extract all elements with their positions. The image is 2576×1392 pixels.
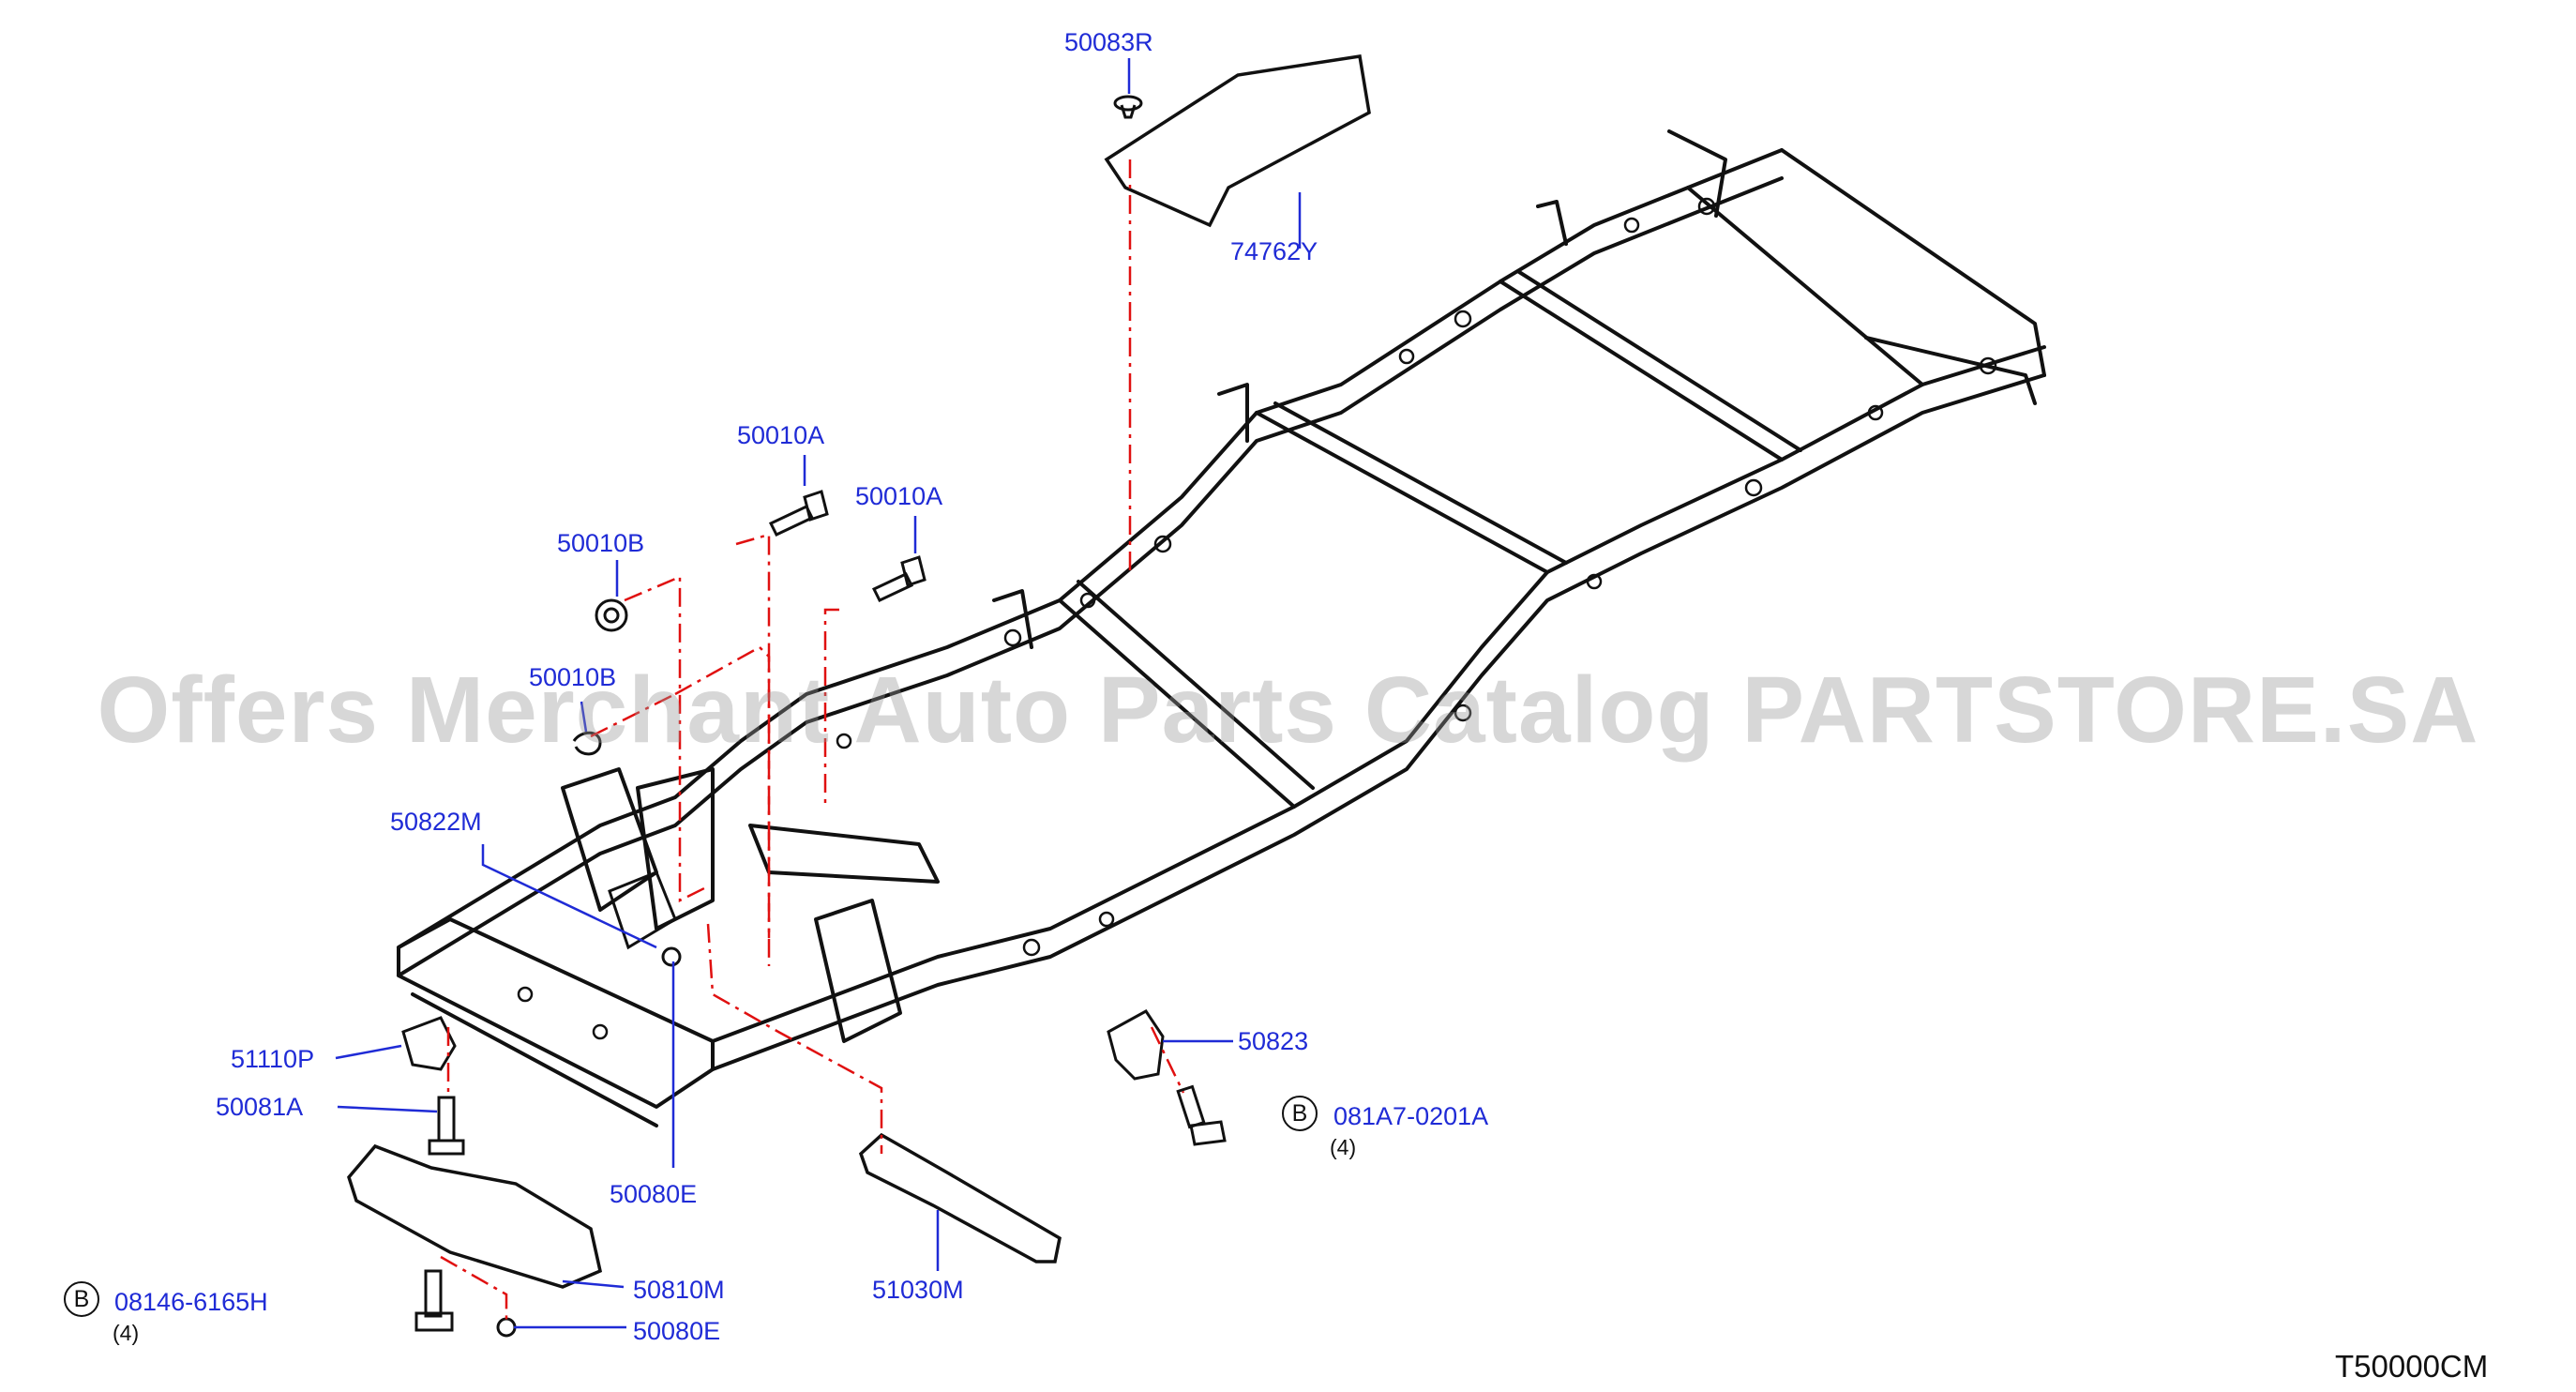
- label-50080e-lower[interactable]: 50080E: [633, 1317, 721, 1345]
- bracket-50823: [1107, 1009, 1165, 1081]
- clip-50080e-lower: [496, 1317, 517, 1338]
- frame-holes: [517, 197, 1997, 1040]
- washer-50010b-lower: [572, 731, 602, 756]
- label-51030m[interactable]: 51030M: [872, 1276, 964, 1304]
- label-50810m[interactable]: 50810M: [633, 1276, 725, 1304]
- qty-08146-6165h: (4): [113, 1321, 140, 1345]
- member-51030m: [858, 1132, 1062, 1263]
- label-50822m[interactable]: 50822M: [390, 808, 482, 836]
- label-081a7-0201a[interactable]: 081A7-0201A: [1333, 1102, 1489, 1130]
- under-cover-50810m: [347, 1143, 603, 1289]
- bolt-50010a-lower: [871, 555, 926, 602]
- label-50083r[interactable]: 50083R: [1064, 28, 1153, 56]
- leader-lines: [335, 58, 1302, 1329]
- label-08146-6165h[interactable]: 08146-6165H: [114, 1288, 268, 1316]
- label-50010a-upper[interactable]: 50010A: [737, 421, 825, 449]
- label-50081a[interactable]: 50081A: [216, 1093, 304, 1121]
- catalog-code: T50000CM: [2335, 1349, 2489, 1384]
- label-50010b-lower[interactable]: 50010B: [529, 663, 617, 691]
- bolt-marker-b-left: B: [64, 1281, 99, 1317]
- bolt-08146-6165h: [414, 1269, 454, 1332]
- label-50010b-upper[interactable]: 50010B: [557, 529, 645, 557]
- heat-shield-74762y: [1104, 54, 1371, 228]
- callout-lines: [440, 159, 1185, 1321]
- bolt-081a7-0201a: [1176, 1084, 1227, 1146]
- nut-50010b-upper: [595, 598, 628, 632]
- bolt-50081a: [428, 1096, 465, 1156]
- watermark: Offers Merchant Auto Parts Catalog PARTS…: [97, 658, 2479, 763]
- label-51110p[interactable]: 51110P: [231, 1045, 315, 1073]
- label-74762y[interactable]: 74762Y: [1230, 237, 1318, 265]
- qty-081a7-0201a: (4): [1330, 1135, 1357, 1159]
- label-50080e-upper[interactable]: 50080E: [610, 1180, 698, 1208]
- bracket-51110p: [401, 1016, 457, 1071]
- clip-50080e-upper: [661, 946, 682, 967]
- bolt-50010a-upper: [768, 490, 829, 537]
- bracket-50822m: [608, 870, 677, 950]
- label-50823[interactable]: 50823: [1238, 1027, 1309, 1055]
- frame-assembly: [397, 129, 2046, 1127]
- clip-50083r: [1113, 95, 1143, 119]
- bolt-marker-b-right: B: [1282, 1096, 1318, 1131]
- label-50010a-lower[interactable]: 50010A: [855, 482, 943, 510]
